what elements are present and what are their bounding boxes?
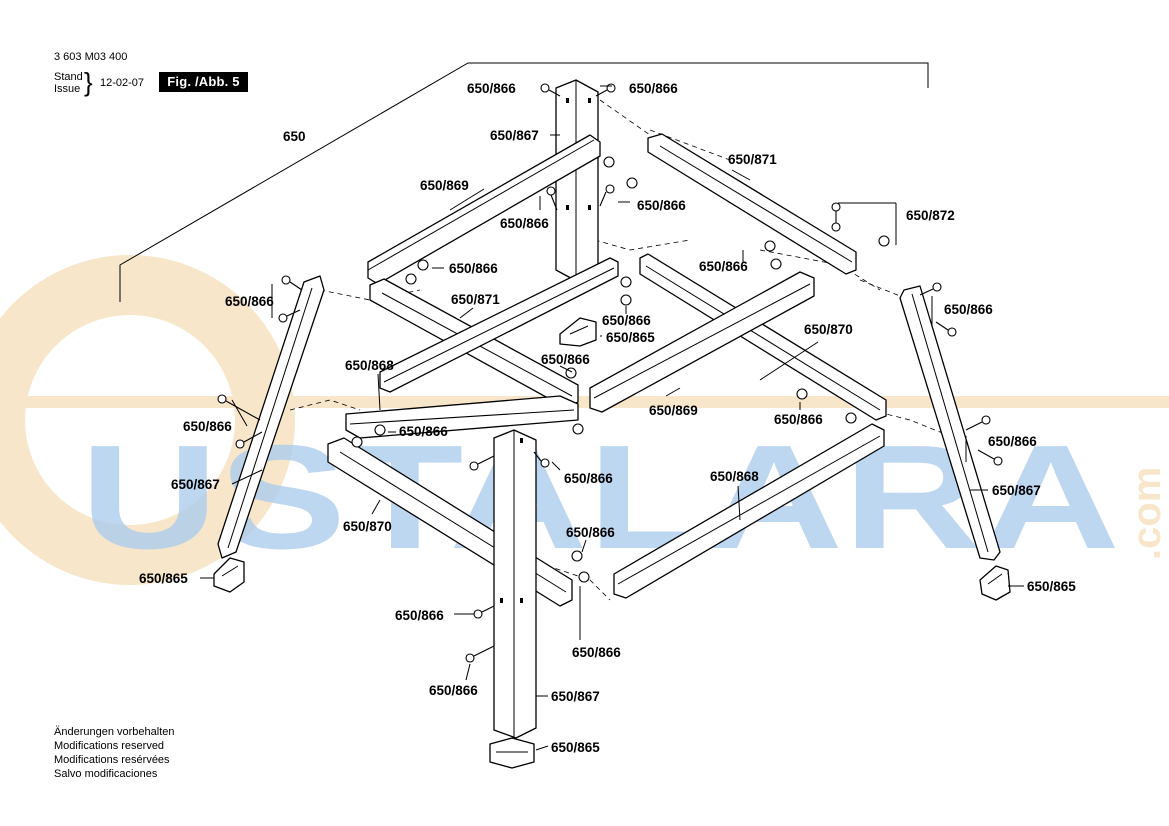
- rail-upper-left-part: [367, 134, 601, 285]
- foot-left-icon: [213, 557, 245, 593]
- note-es: Salvo modificaciones: [54, 768, 158, 780]
- callout-650-866-s: 650/866: [429, 683, 478, 698]
- callout-650-866-l: 650/866: [183, 419, 232, 434]
- callout-650-866-c: 650/866: [500, 216, 549, 231]
- rail-upper-right-part: [647, 133, 857, 275]
- callout-650-866-o: 650/866: [988, 434, 1037, 449]
- callout-650-869-front: 650/869: [649, 403, 698, 418]
- callout-650-866-h: 650/866: [944, 302, 993, 317]
- foot-front-icon: [489, 737, 535, 769]
- callout-650-869-upper: 650/869: [420, 178, 469, 193]
- callout-650-867-back-leg: 650/867: [490, 128, 539, 143]
- callout-650-867-front-leg: 650/867: [551, 689, 600, 704]
- brace-icon: }: [84, 67, 93, 97]
- callout-650-866-a: 650/866: [467, 81, 516, 96]
- callout-650-865-left: 650/865: [139, 571, 188, 586]
- left-leg-part: [217, 275, 325, 559]
- stretcher-lower-right-part: [613, 423, 885, 599]
- callout-650-867-left-leg: 650/867: [171, 477, 220, 492]
- document-number: 3 603 M03 400: [54, 51, 128, 63]
- note-de: Änderungen vorbehalten: [54, 726, 175, 738]
- watermark-suffix: .com: [1125, 467, 1169, 560]
- rail-front-right-part: [589, 271, 815, 413]
- callout-650-865-right: 650/865: [1027, 579, 1076, 594]
- issue-label: Issue: [54, 83, 81, 95]
- callout-650-866-r: 650/866: [572, 645, 621, 660]
- callout-assembly-650: 650: [283, 129, 306, 144]
- foot-pads: [213, 317, 1011, 769]
- callout-650-871-upper: 650/871: [728, 152, 777, 167]
- rail-lower-left-front-part: [345, 395, 579, 439]
- front-leg-part: [493, 429, 537, 739]
- callout-650-866-b: 650/866: [629, 81, 678, 96]
- callout-650-866-g: 650/866: [225, 294, 274, 309]
- back-leg-part: [555, 79, 599, 283]
- callout-650-867-right-leg: 650/867: [992, 483, 1041, 498]
- callout-650-866-n: 650/866: [564, 471, 613, 486]
- right-leg-part: [899, 285, 1001, 561]
- callout-650-868-right: 650/868: [710, 469, 759, 484]
- callout-650-866-f: 650/866: [699, 259, 748, 274]
- callout-650-866-j: 650/866: [541, 352, 590, 367]
- watermark-stripe: [0, 396, 1169, 408]
- note-en: Modifications reserved: [54, 740, 165, 752]
- callout-labels: 650 650/866 650/866 650/867 650/869 650/…: [139, 81, 1076, 755]
- callout-650-866-i: 650/866: [602, 313, 651, 328]
- callout-650-868-left: 650/868: [345, 358, 394, 373]
- callout-650-866-m: 650/866: [399, 424, 448, 439]
- callout-650-866-k: 650/866: [774, 412, 823, 427]
- rail-rear-right-part: [639, 253, 887, 421]
- callout-650-870-left: 650/870: [343, 519, 392, 534]
- modification-notes: Änderungen vorbehalten Modifications res…: [54, 725, 174, 781]
- callout-650-866-d: 650/866: [637, 198, 686, 213]
- callout-650-871-middle: 650/871: [451, 292, 500, 307]
- foot-center-icon: [559, 317, 597, 347]
- callout-650-865-front: 650/865: [551, 740, 600, 755]
- callout-leaders: [200, 85, 1024, 751]
- callout-650-870-right: 650/870: [804, 322, 853, 337]
- figure-badge: Fig. /Abb. 5: [159, 72, 248, 92]
- callout-650-872: 650/872: [906, 208, 955, 223]
- stand-label: Stand: [54, 71, 83, 83]
- callout-650-866-q: 650/866: [395, 608, 444, 623]
- callout-650-865-center: 650/865: [606, 330, 655, 345]
- assembly-bracket: [119, 62, 929, 302]
- rail-middle-cross-part: [379, 257, 619, 393]
- callout-650-866-e: 650/866: [449, 261, 498, 276]
- issue-date: 12-02-07: [100, 77, 145, 89]
- foot-right-icon: [979, 565, 1011, 601]
- note-fr: Modifications resérvées: [54, 754, 170, 766]
- callout-650-866-p: 650/866: [566, 525, 615, 540]
